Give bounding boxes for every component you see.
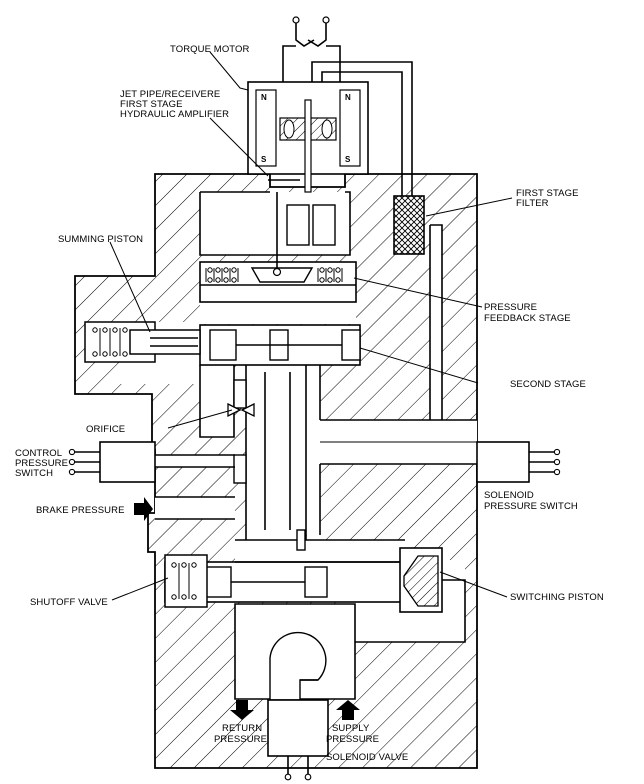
label-feedback-1: PRESSURE: [484, 302, 537, 313]
label-return-1: RETURN: [222, 723, 262, 734]
label-torque-motor: TORQUE MOTOR: [170, 44, 250, 55]
supply-pressure-arrow: [336, 700, 360, 720]
label-brake-pressure: BRAKE PRESSURE: [36, 505, 125, 516]
label-control-switch-2: PRESSURE: [15, 458, 68, 469]
north-pole-left: N: [261, 93, 267, 102]
label-control-switch-1: CONTROL: [15, 448, 62, 459]
label-second-stage: SECOND STAGE: [510, 379, 586, 390]
return-pressure-arrow: [230, 700, 254, 720]
switching-piston: [399, 547, 443, 613]
label-orifice: ORIFICE: [86, 424, 125, 435]
label-supply-2: PRESSURE: [326, 734, 379, 745]
label-supply-1: SUPPLY: [332, 723, 370, 734]
brake-pressure-arrow: [134, 497, 153, 521]
south-pole-right: S: [345, 155, 351, 164]
shutoff-valve: [164, 554, 208, 608]
torque-motor: N N S S: [247, 16, 413, 196]
label-solenoid-valve: SOLENOID VALVE: [326, 752, 408, 763]
solenoid-pressure-switch: [476, 441, 561, 483]
label-solenoid-switch-1: SOLENOID: [484, 490, 534, 501]
north-pole-right: N: [345, 93, 351, 102]
label-return-2: PRESSURE: [214, 734, 267, 745]
label-summing-piston: SUMMING PISTON: [58, 234, 143, 245]
control-pressure-switch: [68, 441, 156, 483]
summing-piston: [84, 321, 201, 363]
label-jet-pipe-3: HYDRAULIC AMPLIFIER: [120, 109, 229, 120]
first-stage-filter: [393, 195, 425, 255]
orifice-symbol: [227, 402, 255, 418]
south-pole-left: S: [261, 155, 267, 164]
label-switching-piston: SWITCHING PISTON: [510, 592, 604, 603]
label-solenoid-switch-2: PRESSURE SWITCH: [484, 501, 578, 512]
label-filter-1: FIRST STAGE: [516, 188, 579, 199]
label-jet-pipe-1: JET PIPE/RECEIVERE: [120, 89, 220, 100]
solenoid-valve: [267, 699, 329, 781]
label-filter-2: FILTER: [516, 198, 549, 209]
label-feedback-2: FEEDBACK STAGE: [484, 313, 571, 324]
label-shutoff-valve: SHUTOFF VALVE: [30, 597, 108, 608]
labels: TORQUE MOTOR JET PIPE/RECEIVERE FIRST ST…: [15, 44, 604, 763]
label-control-switch-3: SWITCH: [15, 468, 53, 479]
label-jet-pipe-2: FIRST STAGE: [120, 99, 183, 110]
leader-lines: [109, 51, 513, 601]
